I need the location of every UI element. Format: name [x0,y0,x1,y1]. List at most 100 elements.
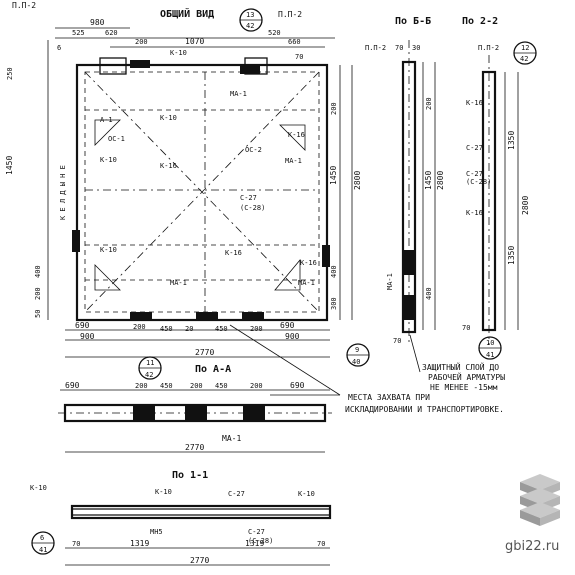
label-k16-r: К-16 [300,259,317,267]
dim-top-980: 980 [90,18,105,27]
section-bb-2800: 2800 [436,171,445,190]
s11-70: 70 [72,540,80,548]
section-11: По 1-1 К-10 К-10 С-27 К-10 МН5 С-27 (С-2… [30,470,332,566]
svg-text:42: 42 [145,371,153,379]
section-aa-title: По А-А [195,364,231,375]
dim-right-1450: 1450 [329,166,338,185]
s11-1319a: 1319 [130,539,149,548]
label-os2: ОС-2 [245,146,262,154]
section-22-k16b: К-16 [466,209,483,217]
svg-text:40: 40 [352,358,360,366]
watermark-site: gbi22.ru [505,539,559,554]
dim-right-400: 400 [330,265,338,278]
section-22: По 2-2 П.П-2 12 42 К-16 С-27 С-27 (С-28)… [462,16,537,360]
lift-loop-bottom-3 [242,312,264,320]
section-bb-1450: 1450 [424,171,433,190]
aa-200a: 200 [135,382,148,390]
dim-bot-450b: 450 [215,325,228,333]
dim-bot-690: 690 [75,321,90,330]
label-k10-left: К-10 [100,156,117,164]
section-11-title: По 1-1 [172,470,208,481]
section-22-s27b: С-27 [466,170,483,178]
s11-k10a: К-10 [30,484,47,492]
dim-left-50: 50 [34,310,42,318]
aa-loop-1 [133,405,155,421]
s11-s27: С-27 [228,490,245,498]
callout-11-42: 11 42 [138,356,162,380]
dim-top-1070: 1070 [185,37,204,46]
label-k16-low: К-16 [225,249,242,257]
s11-2770: 2770 [190,556,209,565]
dim-right-2800: 2800 [353,171,362,190]
svg-text:9: 9 [355,346,359,354]
section-aa: По А-А 11 42 690 200 450 200 450 200 690… [58,356,332,453]
section-bb: По Б-Б П.П-2 70 30 200 1450 2800 400 МА-… [365,16,445,345]
dim-right-200: 200 [330,102,338,115]
corner-hatch-bl [94,264,121,291]
section-bb-70: 70 [395,44,403,52]
callout-6-41: 6 41 [31,531,55,555]
section-bb-loop-2 [403,295,415,320]
callout-9-40: 9 40 [346,343,370,367]
section-bb-pp2: П.П-2 [365,44,386,52]
s11-k10b: К-10 [155,488,172,496]
corner-hatch-tl [94,119,121,146]
label-k10-mid: К-10 [160,114,177,122]
section-bb-loop-1 [403,250,415,275]
section-22-title: По 2-2 [462,16,498,27]
note-cover-3: НЕ МЕНЕЕ -15мм [430,383,498,392]
s11-s27b: С-27 [248,528,265,536]
lift-loop-top-left [130,60,150,68]
svg-text:41: 41 [39,546,47,554]
section-bb-400: 400 [425,287,433,300]
s11-k10c: К-10 [298,490,315,498]
aa-200b: 200 [190,382,203,390]
label-a1: А-1 [100,116,113,124]
dim-top-520: 520 [268,29,281,37]
aa-200c: 200 [250,382,263,390]
svg-text:6: 6 [40,534,44,542]
aa-690: 690 [65,381,80,390]
dim-bot-690b: 690 [280,321,295,330]
corner-hatch-br [274,258,301,291]
label-ma1-low: МА-1 [170,279,187,287]
label-pp2-top-left: П.П-2 [12,1,36,10]
aa-690b: 690 [290,381,305,390]
svg-text:41: 41 [486,351,494,359]
section-22-1350a: 1350 [507,131,516,150]
section-22-pp2: П.П-2 [478,44,499,52]
s11-70b: 70 [317,540,325,548]
aa-450a: 450 [160,382,173,390]
label-os1: ОС-1 [108,135,125,143]
aa-ma1: МА-1 [222,434,241,443]
dim-bot-450a: 450 [160,325,173,333]
section-22-s27: С-27 [466,144,483,152]
svg-text:42: 42 [246,22,254,30]
aa-loop-2 [185,405,207,421]
label-k10-bl: К-10 [100,246,117,254]
top-left-notch [99,57,127,75]
label-pp2-top-right: П.П-2 [278,10,302,19]
dim-top-70: 70 [295,53,303,61]
svg-text:42: 42 [520,55,528,63]
leader-3 [409,334,421,373]
dim-left-200: 200 [34,287,42,300]
section-bb-ma1: МА-1 [386,273,394,290]
dim-bot-20: 20 [185,325,193,333]
note-lift-1: МЕСТА ЗАХВАТА ПРИ [348,393,430,402]
lift-loop-bottom-2 [196,312,218,320]
callout-13-42: 13 42 [239,8,263,32]
s11-mn5: МН5 [150,528,163,536]
dim-bot-2770: 2770 [195,348,214,357]
aa-2770: 2770 [185,443,204,452]
note-cover-1: ЗАЩИТНЫЙ СЛОЙ ДО [422,361,499,372]
dim-top-620: 620 [105,29,118,37]
svg-text:13: 13 [246,11,254,19]
callout-10-41: 10 41 [478,336,502,360]
corner-hatch-tr [279,124,306,151]
leader-1 [229,324,341,396]
label-ma1-r2: МА-1 [298,279,315,287]
svg-text:10: 10 [486,339,494,347]
svg-text:11: 11 [146,359,154,367]
section-22-s28: (С-28) [466,178,491,186]
